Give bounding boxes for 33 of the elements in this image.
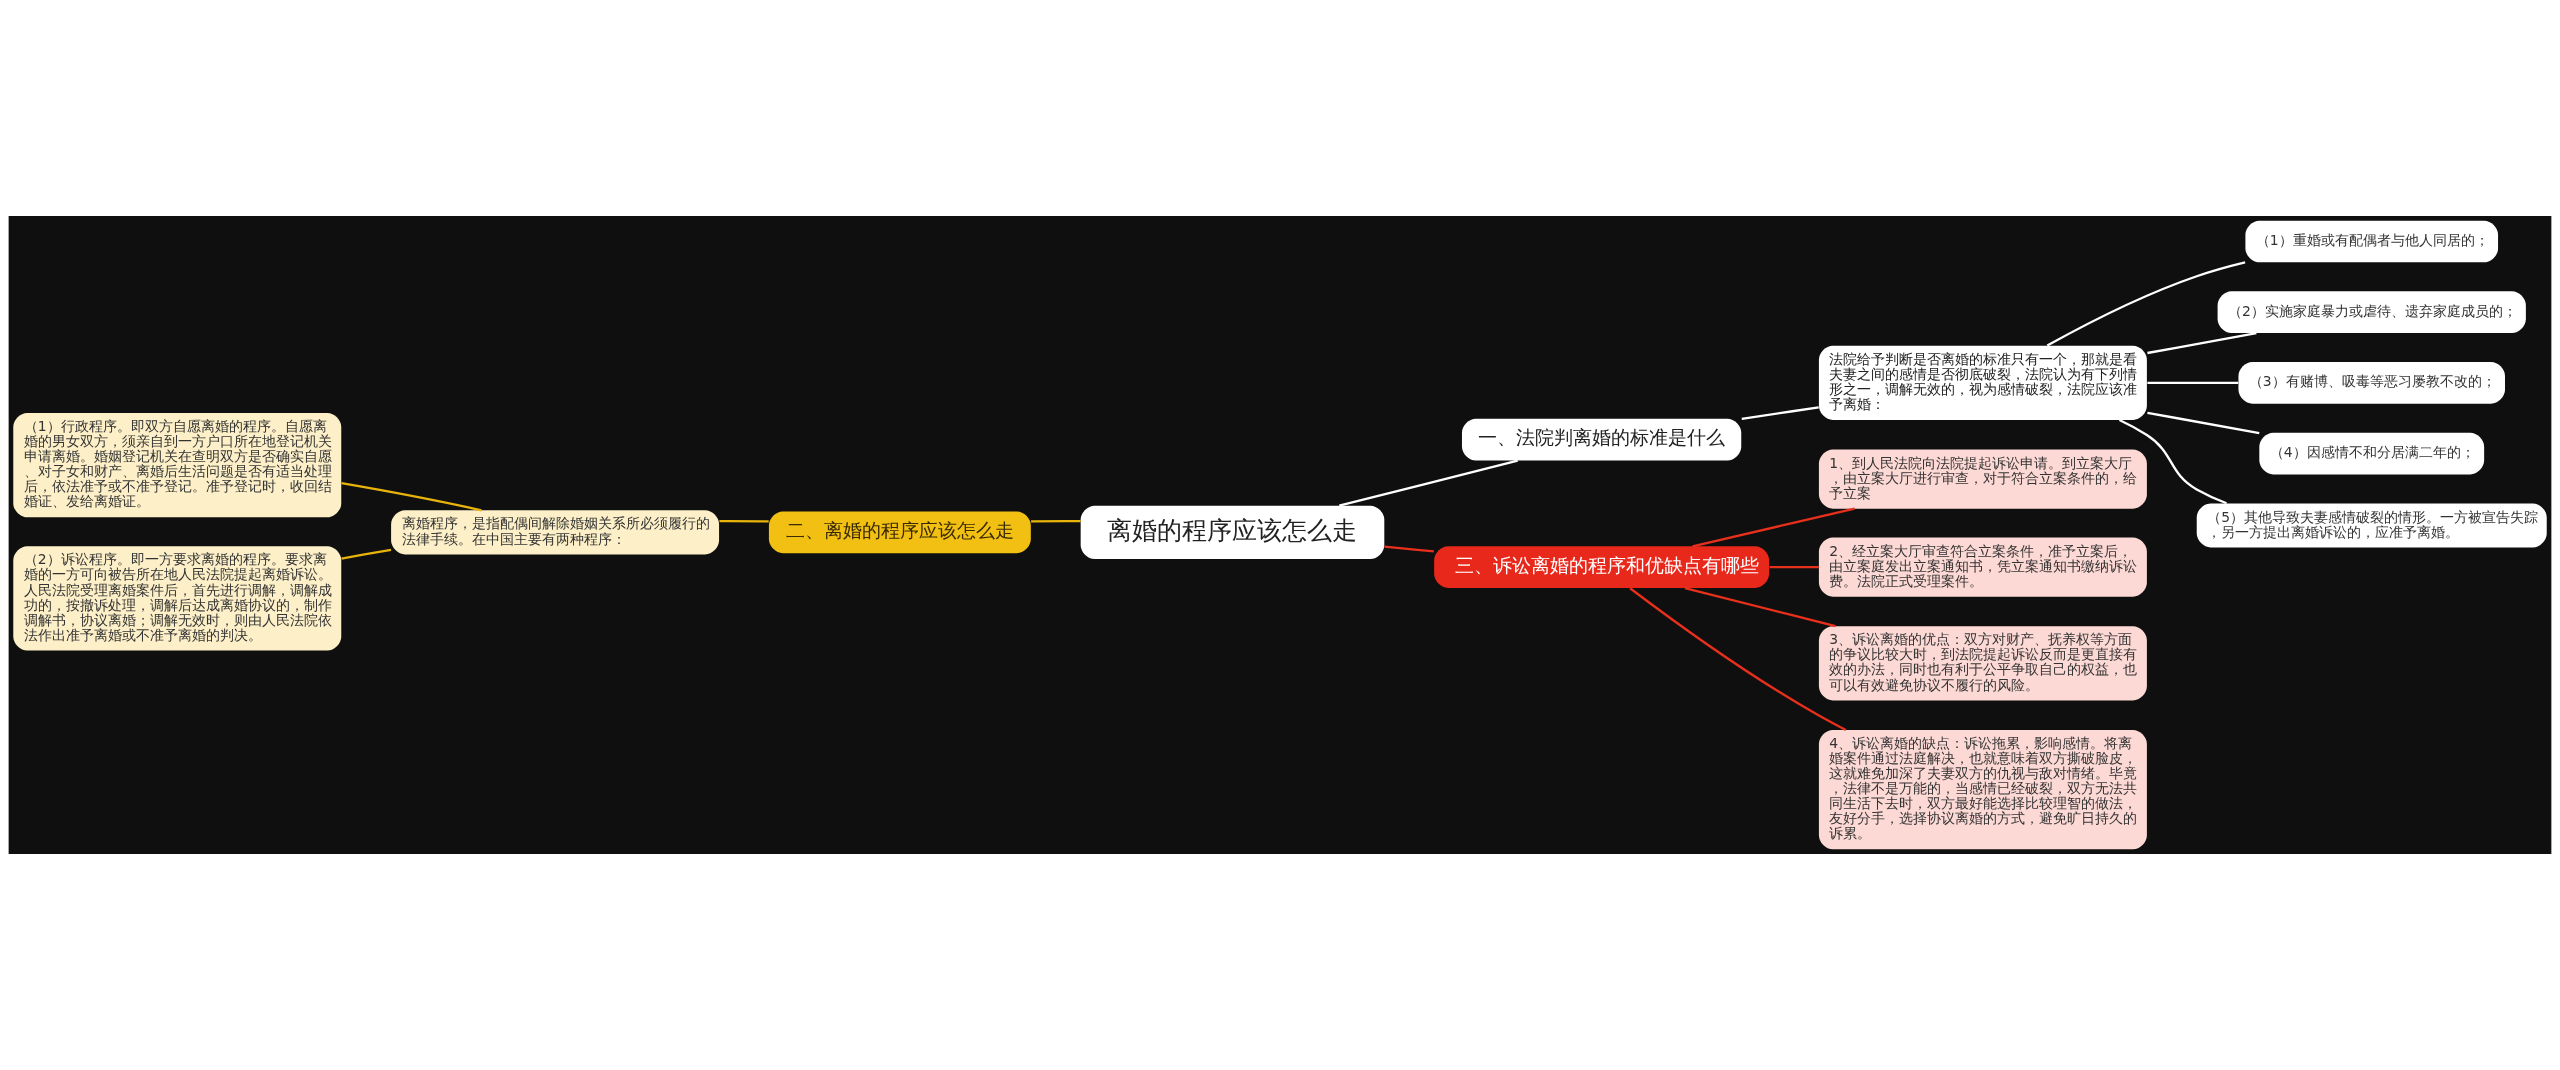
connector (2118, 419, 2227, 505)
connector (2046, 261, 2246, 347)
connector (341, 548, 392, 560)
connector (1031, 519, 1081, 523)
node-box: （1）行政程序。即双方自愿离婚的程序。自愿离婚的男女双方，须亲自到一方户口所在地登记机关申请离婚。婚姻登记机关在查明双方是否确实自愿、对子女和财产、离婚后生活问题是否有适当处理后，依法准予或不准予登记。准予登记时，收回结婚证、发给离婚证。 (13, 413, 342, 518)
node-box: 1、到人民法院向法院提起诉讼申请。到立案大厅，由立案大厅进行审查，对于符合立案条件的，给予立案 (1818, 449, 2147, 509)
node-box: （2）实施家庭暴力或虐待、遗弃家庭成员的； (2217, 291, 2526, 334)
node-box: （1）重婚或有配偶者与他人同居的； (2245, 220, 2499, 263)
connector (719, 519, 769, 523)
node-box: 二、离婚的程序应该怎么走 (768, 511, 1031, 554)
node-box: 2、经立案大厅审查符合立案条件，准予立案后，由立案庭发出立案通知书，凭立案通知书缴纳诉讼费。法院正式受理案件。 (1818, 537, 2147, 597)
connector (2147, 381, 2239, 385)
node-box: 离婚程序，是指配偶间解除婚姻关系所必须履行的法律手续。在中国主要有两种程序： (391, 510, 720, 555)
node-box: （4）因感情不和分居满二年的； (2259, 432, 2485, 475)
connector (1741, 406, 1819, 420)
connector (1684, 586, 1836, 628)
connector (2147, 331, 2257, 355)
node-box: 三、诉讼离婚的程序和优缺点有哪些 (1434, 546, 1770, 588)
node-box: （3）有赌博、吸毒等恶习屡教不改的； (2238, 362, 2505, 404)
connector (341, 482, 482, 512)
connector (1629, 587, 1847, 731)
node-box: 3、诉讼离婚的优点：双方对财产、抚养权等方面的争议比较大时，到法院提起诉讼反而是更直接有效的办法，同时也有利于公平争取自己的权益，也可以有效避免协议不履行的风险。 (1818, 626, 2147, 701)
connector (1692, 507, 1855, 548)
node-box: 离婚的程序应该怎么走 (1080, 505, 1385, 560)
connector (1384, 545, 1434, 553)
node-box: （5）其他导致夫妻感情破裂的情形。一方被宣告失踪，另一方提出离婚诉讼的，应准予离婚。 (2196, 503, 2547, 548)
node-box: 4、诉讼离婚的缺点：诉讼拖累，影响感情。将离婚案件通过法庭解决，也就意味着双方撕破脸皮，这就难免加深了夫妻双方的仇视与敌对情绪。毕竟，法律不是万能的，当感情已经破裂，双方无法共同生活下去时，双方最好能选择比较理智的做法，友好分手，选择协议离婚的方式，避免旷日持久的诉累。 (1818, 730, 2147, 850)
node-box: 法院给予判断是否离婚的标准只有一个，那就是看夫妻之间的感情是否彻底破裂，法院认为有下列情形之一，调解无效的，视为感情破裂，法院应该准予离婚： (1818, 345, 2147, 420)
node-box: 一、法院判离婚的标准是什么 (1461, 418, 1742, 461)
node-box: （2）诉讼程序。即一方要求离婚的程序。要求离婚的一方可向被告所在地人民法院提起离婚诉讼。人民法院受理离婚案件后，首先进行调解，调解成功的，按撤诉处理，调解后达成离婚协议的，制作调解书，协议离婚；调解无效时，则由人民法院依法作出准予离婚或不准予离婚的判决。 (13, 546, 342, 651)
connector (1338, 459, 1518, 507)
connector (1769, 566, 1819, 569)
connector (2147, 411, 2260, 435)
